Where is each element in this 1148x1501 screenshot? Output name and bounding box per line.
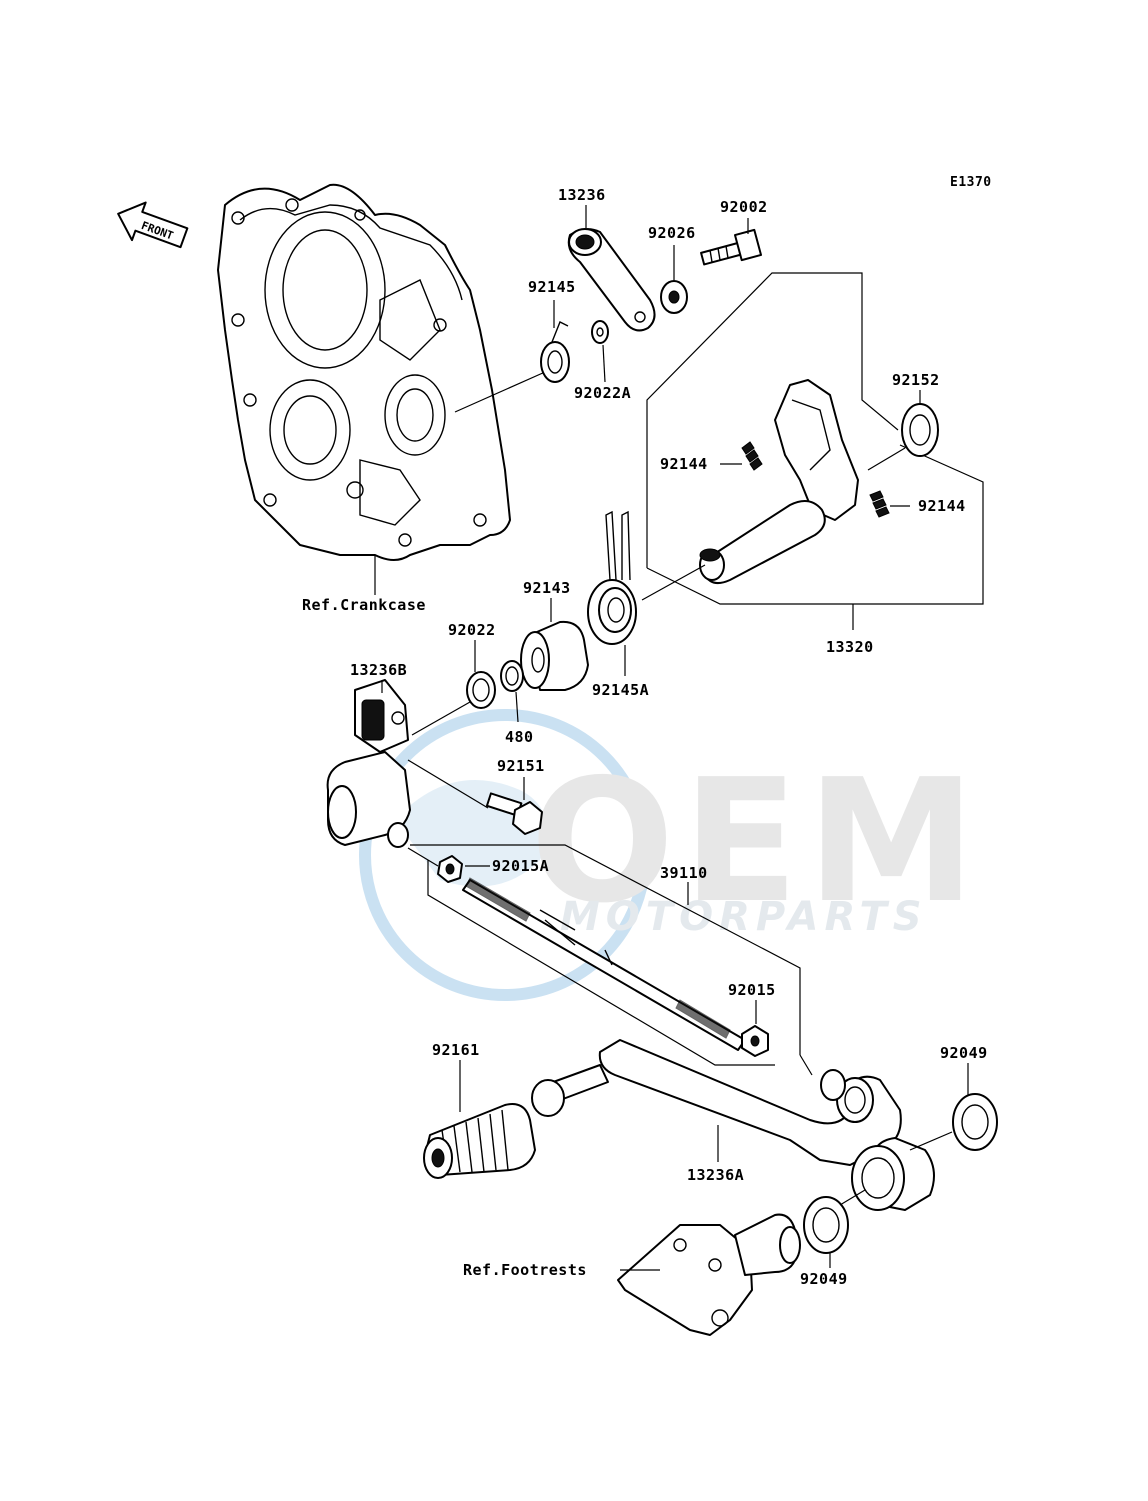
label-92145a: 92145A — [592, 681, 649, 699]
label-92002: 92002 — [720, 198, 768, 216]
watermark: OEM MOTORPARTS — [359, 709, 984, 1001]
part-92049-seal-left — [803, 1196, 849, 1254]
label-92049-left: 92049 — [800, 1270, 848, 1288]
label-13236: 13236 — [558, 186, 606, 204]
part-92026-washer — [660, 280, 688, 314]
label-92015: 92015 — [728, 981, 776, 999]
part-92015-nut — [741, 1025, 769, 1057]
diagram-code: E1370 — [950, 175, 992, 190]
label-92015a: 92015A — [492, 857, 549, 875]
label-92152: 92152 — [892, 371, 940, 389]
part-480-circlip — [500, 660, 524, 692]
part-92015a-nut — [437, 855, 463, 883]
label-92022a: 92022A — [574, 384, 631, 402]
label-39110: 39110 — [660, 864, 708, 882]
label-92049-right: 92049 — [940, 1044, 988, 1062]
watermark-sub: MOTORPARTS — [560, 894, 928, 940]
part-92151-bolt — [485, 792, 543, 835]
part-92144-spring-upper — [741, 441, 763, 471]
label-480: 480 — [505, 728, 534, 746]
label-92144-lower: 92144 — [918, 497, 966, 515]
crankcase-cover — [217, 183, 511, 561]
label-92143: 92143 — [523, 579, 571, 597]
label-13320: 13320 — [826, 638, 874, 656]
part-13236a-shift-pedal — [531, 1039, 935, 1211]
part-92145a-return-spring — [587, 510, 637, 645]
part-13236-shift-arm — [567, 228, 656, 332]
label-92161: 92161 — [432, 1041, 480, 1059]
label-92026: 92026 — [648, 224, 696, 242]
label-92145: 92145 — [528, 278, 576, 296]
part-92161-pedal-rubber — [423, 1103, 536, 1179]
label-13236a: 13236A — [687, 1166, 744, 1184]
watermark-brand: OEM — [530, 743, 984, 941]
label-92144-upper: 92144 — [660, 455, 708, 473]
part-92143-collar — [520, 620, 589, 691]
label-ref-crankcase: Ref.Crankcase — [302, 596, 426, 614]
part-92145-spring — [540, 321, 570, 383]
label-92022: 92022 — [448, 621, 496, 639]
part-39110-tie-rod — [462, 877, 746, 1051]
front-arrow-icon: FRONT — [117, 201, 189, 249]
part-13236b-clamp — [326, 679, 411, 848]
part-92022a-washer — [591, 320, 609, 344]
part-92049-seal-right — [952, 1093, 998, 1151]
part-13320-shift-shaft — [699, 379, 859, 585]
label-92151: 92151 — [497, 757, 545, 775]
part-92002-bolt — [700, 228, 763, 266]
watermark-globe — [359, 709, 651, 1001]
label-ref-footrests: Ref.Footrests — [463, 1261, 587, 1279]
part-92022-washer — [466, 671, 496, 709]
part-92144-spring-lower — [869, 490, 890, 518]
label-13236b: 13236B — [350, 661, 407, 679]
part-ref-footrest-bracket — [617, 1213, 801, 1336]
part-92152-seal — [901, 403, 939, 457]
